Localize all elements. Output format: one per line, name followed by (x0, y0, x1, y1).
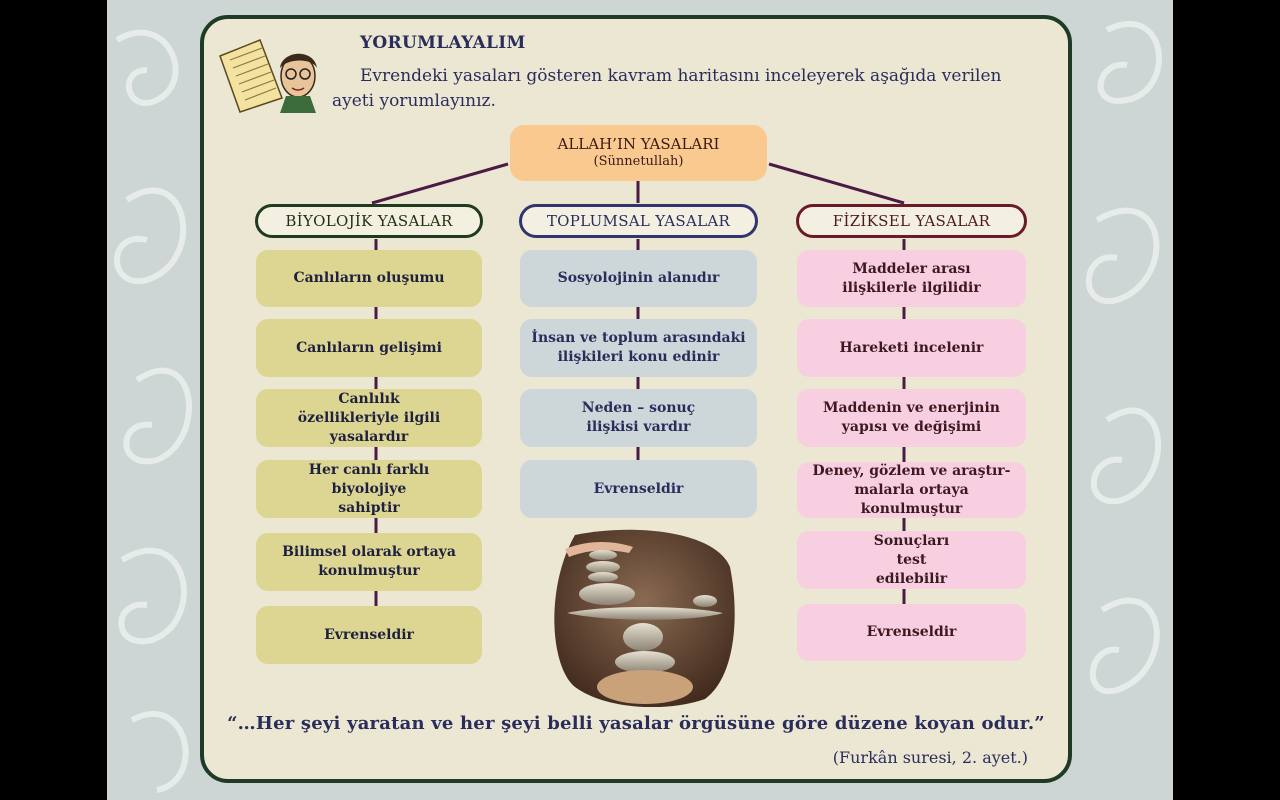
physical-node: Maddeler arası ilişkilerle ilgilidir (797, 250, 1026, 307)
social-laws-header: TOPLUMSAL YASALAR (519, 204, 758, 238)
social-node: İnsan ve toplum arasındaki ilişkileri ko… (520, 319, 757, 377)
instruction-text: Evrendeki yasaları gösteren kavram harit… (332, 66, 1002, 111)
biological-node: Canlıların oluşumu (256, 250, 482, 307)
biological-node: Evrenseldir (256, 606, 482, 664)
biological-node: Her canlı farklı biyolojiye sahiptir (256, 460, 482, 518)
root-subtitle: (Sünnetullah) (593, 154, 684, 169)
physical-laws-header: FİZİKSEL YASALAR (796, 204, 1027, 238)
verse-quote: “…Her şeyi yaratan ve her şeyi belli yas… (227, 713, 1045, 734)
biological-node: Canlılık özellikleriyle ilgili yasalardı… (256, 389, 482, 447)
physical-node: Deney, gözlem ve araştır-malarla ortaya … (797, 462, 1026, 518)
section-heading: YORUMLAYALIM (360, 33, 526, 53)
verse-source: (Furkân suresi, 2. ayet.) (832, 748, 1028, 767)
social-node: Evrenseldir (520, 460, 757, 518)
biological-node: Bilimsel olarak ortaya konulmuştur (256, 533, 482, 591)
social-node: Sosyolojinin alanıdır (520, 250, 757, 307)
biological-node: Canlıların gelişimi (256, 319, 482, 377)
physical-node: Hareketi incelenir (797, 319, 1026, 377)
scroll-writer-icon (218, 38, 323, 117)
physical-node: Evrenseldir (797, 604, 1026, 661)
physical-node: Maddenin ve enerjinin yapısı ve değişimi (797, 389, 1026, 447)
root-title: ALLAH’IN YASALARI (557, 135, 720, 153)
physical-node: Sonuçları test edilebilir (797, 531, 1026, 589)
balanced-stones-image (545, 527, 740, 711)
biological-laws-header: BİYOLOJİK YASALAR (255, 204, 483, 238)
root-node: ALLAH’IN YASALARI (Sünnetullah) (510, 125, 767, 181)
social-node: Neden – sonuç ilişkisi vardır (520, 389, 757, 447)
